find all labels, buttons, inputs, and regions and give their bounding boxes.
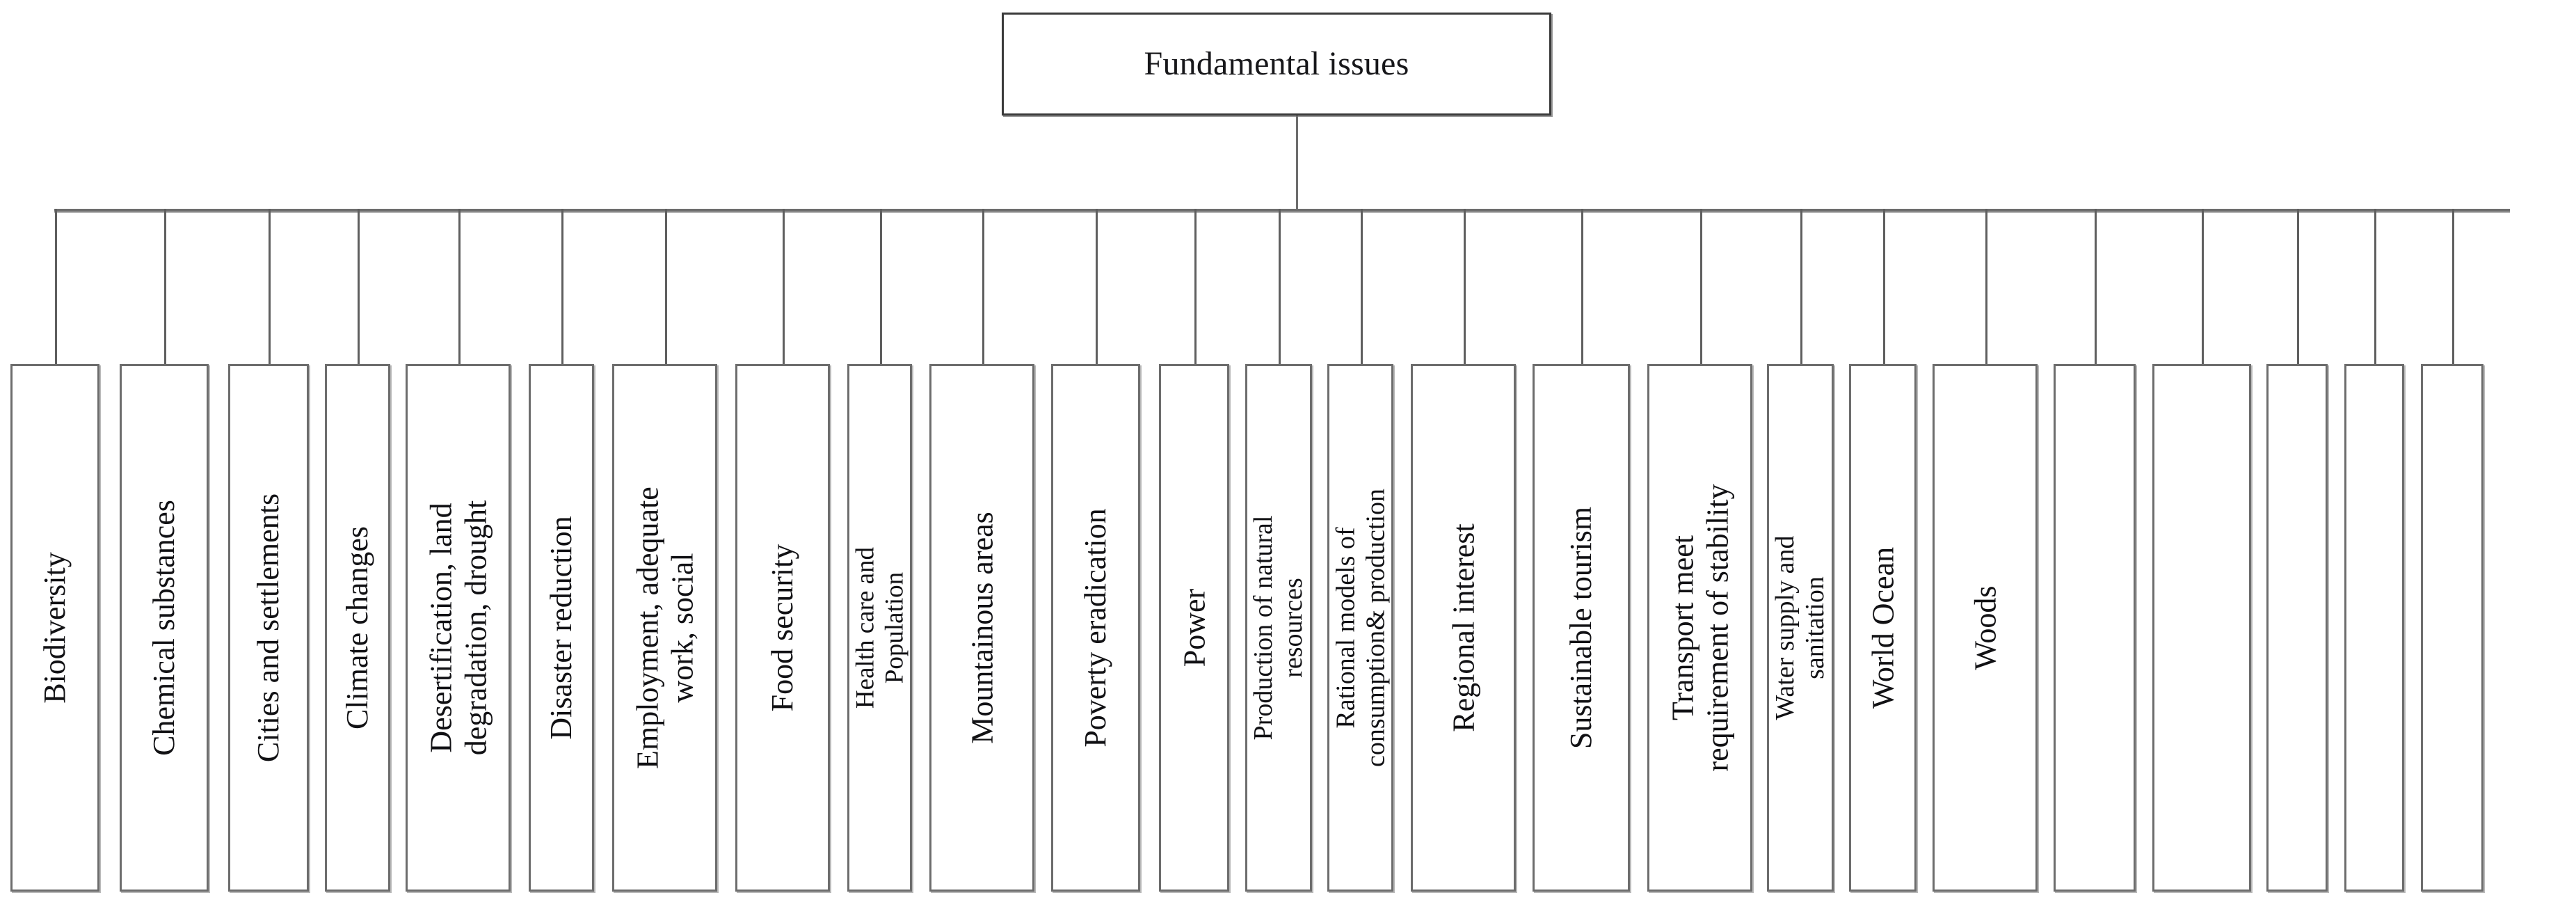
- leaf-node-label: Chemical substances: [147, 500, 182, 756]
- stem-connector-4: [358, 209, 360, 364]
- leaf-node-label: Water supply and sanitation: [1770, 535, 1830, 720]
- leaf-node-label: Regional interest: [1446, 523, 1480, 732]
- leaf-label-wrapper: Sustainable tourism: [1536, 372, 1626, 883]
- root-node-fundamental-issues[interactable]: Fundamental issues: [1002, 13, 1551, 116]
- leaf-label-wrapper: Health care and Population: [851, 372, 909, 883]
- stem-connector-3: [269, 209, 271, 364]
- leaf-node-health-care-and-population[interactable]: Health care and Population: [847, 364, 912, 892]
- leaf-node-node-22[interactable]: [2152, 364, 2251, 892]
- leaf-node-label: Desertification, land degradation, droug…: [424, 500, 493, 756]
- leaf-label-wrapper: Desertification, land degradation, droug…: [409, 372, 507, 883]
- leaf-node-label: Power: [1176, 588, 1211, 667]
- leaf-label-wrapper: [2424, 372, 2480, 883]
- leaf-label-wrapper: [2156, 372, 2248, 883]
- stem-connector-17: [1700, 209, 1702, 364]
- leaf-label-wrapper: Chemical substances: [123, 372, 205, 883]
- leaf-label-wrapper: Disaster reduction: [532, 372, 591, 883]
- leaf-node-label: Production of natural resources: [1249, 515, 1308, 741]
- stem-connector-12: [1194, 209, 1197, 364]
- horizontal-bus-connector: [54, 209, 2510, 212]
- leaf-label-wrapper: World Ocean: [1853, 372, 1913, 883]
- leaf-label-wrapper: [2270, 372, 2324, 883]
- leaf-label-wrapper: Rational models of consumption& producti…: [1331, 372, 1390, 883]
- stem-connector-24: [2374, 209, 2376, 364]
- leaf-node-poverty-eradication[interactable]: Poverty eradication: [1051, 364, 1140, 892]
- leaf-node-disaster-reduction[interactable]: Disaster reduction: [529, 364, 594, 892]
- leaf-node-label: Disaster reduction: [544, 516, 579, 740]
- stem-connector-15: [1464, 209, 1466, 364]
- stem-connector-5: [458, 209, 461, 364]
- trunk-connector: [1296, 116, 1298, 209]
- leaf-label-wrapper: Production of natural resources: [1249, 372, 1309, 883]
- leaf-node-label: Transport meet requirement of stability: [1665, 484, 1734, 772]
- leaf-node-label: Food security: [765, 544, 800, 712]
- stem-connector-1: [55, 209, 57, 364]
- leaf-node-node-24[interactable]: [2344, 364, 2404, 892]
- leaf-node-label: Mountainous areas: [964, 512, 999, 744]
- leaf-label-wrapper: [2057, 372, 2132, 883]
- leaf-node-biodiversity[interactable]: Biodiversity: [10, 364, 99, 892]
- leaf-label-wrapper: Food security: [739, 372, 826, 883]
- leaf-label-wrapper: Woods: [1936, 372, 2034, 883]
- stem-connector-13: [1279, 209, 1281, 364]
- leaf-label-wrapper: Water supply and sanitation: [1770, 372, 1830, 883]
- leaf-node-label: Employment, adequate work, social: [630, 487, 699, 769]
- leaf-node-label: Sustainable tourism: [1564, 506, 1599, 750]
- leaf-node-label: Cities and settlements: [251, 493, 286, 763]
- stem-connector-9: [880, 209, 882, 364]
- stem-connector-6: [561, 209, 563, 364]
- leaf-node-world-ocean[interactable]: World Ocean: [1849, 364, 1917, 892]
- leaf-node-regional-interest[interactable]: Regional interest: [1411, 364, 1516, 892]
- leaf-node-label: World Ocean: [1865, 546, 1900, 709]
- leaf-node-climate-changes[interactable]: Climate changes: [325, 364, 390, 892]
- leaf-label-wrapper: Transport meet requirement of stability: [1651, 372, 1749, 883]
- leaf-node-label: Poverty eradication: [1078, 508, 1113, 748]
- leaf-node-label: Biodiversity: [38, 552, 72, 704]
- leaf-label-wrapper: Biodiversity: [14, 372, 96, 883]
- leaf-node-chemical-substances[interactable]: Chemical substances: [120, 364, 209, 892]
- leaf-label-wrapper: Power: [1162, 372, 1226, 883]
- stem-connector-22: [2202, 209, 2204, 364]
- leaf-node-label: Health care and Population: [851, 546, 909, 709]
- leaf-node-label: Rational models of consumption& producti…: [1330, 488, 1390, 768]
- stem-connector-11: [1096, 209, 1098, 364]
- stem-connector-10: [982, 209, 984, 364]
- leaf-label-wrapper: Poverty eradication: [1055, 372, 1137, 883]
- leaf-node-rational-models-of-consumption-and-production[interactable]: Rational models of consumption& producti…: [1327, 364, 1393, 892]
- stem-connector-16: [1581, 209, 1583, 364]
- leaf-node-woods[interactable]: Woods: [1933, 364, 2038, 892]
- stem-connector-20: [1985, 209, 1987, 364]
- leaf-node-food-security[interactable]: Food security: [735, 364, 830, 892]
- leaf-node-node-21[interactable]: [2054, 364, 2136, 892]
- stem-connector-21: [2095, 209, 2097, 364]
- leaf-node-node-25[interactable]: [2421, 364, 2483, 892]
- root-node-label: Fundamental issues: [1144, 45, 1409, 82]
- stem-connector-18: [1800, 209, 1802, 364]
- leaf-label-wrapper: Regional interest: [1414, 372, 1512, 883]
- leaf-label-wrapper: [2348, 372, 2401, 883]
- leaf-node-node-23[interactable]: [2266, 364, 2328, 892]
- leaf-node-transport-meet-requirement-of-stability[interactable]: Transport meet requirement of stability: [1647, 364, 1752, 892]
- leaf-node-label: Climate changes: [340, 526, 375, 730]
- stem-connector-25: [2452, 209, 2454, 364]
- leaf-node-water-supply-and-sanitation[interactable]: Water supply and sanitation: [1767, 364, 1834, 892]
- stem-connector-8: [783, 209, 785, 364]
- leaf-label-wrapper: Cities and settlements: [232, 372, 305, 883]
- stem-connector-19: [1883, 209, 1885, 364]
- leaf-node-mountainous-areas[interactable]: Mountainous areas: [929, 364, 1034, 892]
- leaf-node-sustainable-tourism[interactable]: Sustainable tourism: [1533, 364, 1630, 892]
- stem-connector-7: [665, 209, 667, 364]
- leaf-node-production-of-natural-resources[interactable]: Production of natural resources: [1245, 364, 1312, 892]
- stem-connector-23: [2297, 209, 2299, 364]
- leaf-node-label: Woods: [1967, 585, 2002, 670]
- leaf-label-wrapper: Mountainous areas: [933, 372, 1031, 883]
- leaf-node-employment-adequate-work-social[interactable]: Employment, adequate work, social: [612, 364, 717, 892]
- leaf-node-cities-and-settlements[interactable]: Cities and settlements: [228, 364, 309, 892]
- leaf-label-wrapper: Climate changes: [328, 372, 387, 883]
- leaf-node-power[interactable]: Power: [1159, 364, 1229, 892]
- stem-connector-2: [164, 209, 166, 364]
- stem-connector-14: [1361, 209, 1363, 364]
- leaf-node-desertification-land-degradation-drought[interactable]: Desertification, land degradation, droug…: [406, 364, 511, 892]
- leaf-label-wrapper: Employment, adequate work, social: [616, 372, 714, 883]
